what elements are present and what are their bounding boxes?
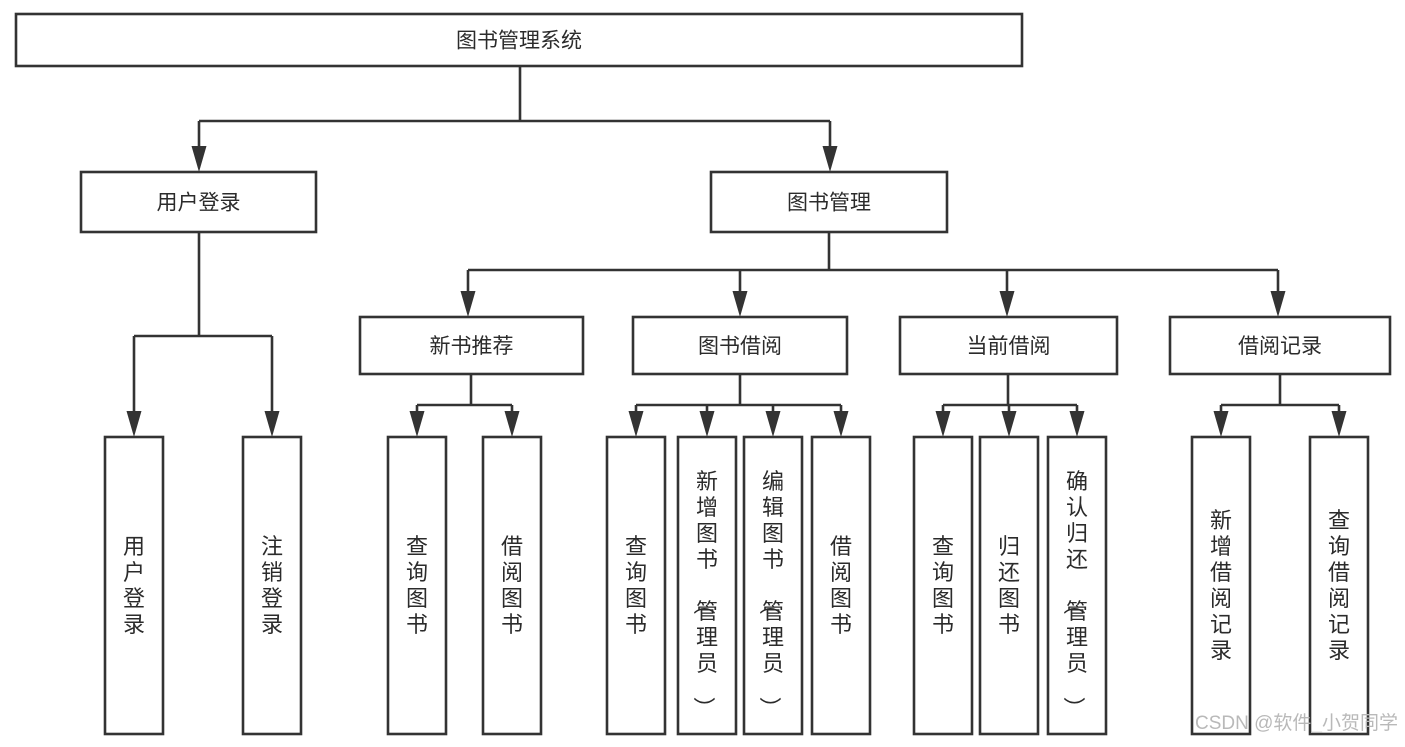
edge-recommend-to-leaves — [409, 374, 520, 437]
node-layer: 图书管理系统用户登录图书管理新书推荐图书借阅当前借阅借阅记录用户登录注销登录查询… — [14, 12, 1392, 736]
arrow-head-0 — [191, 146, 207, 172]
arrow-head-0 — [935, 411, 951, 437]
edge-borrowrecord-to-leaves — [1213, 374, 1347, 437]
node-leaf-borrow-edit[interactable]: 编辑图书（管理员） — [742, 435, 804, 736]
node-leaf-record-query[interactable]: 查询借阅记录 — [1308, 435, 1370, 736]
node-box-leaf-borrow-query[interactable] — [605, 435, 667, 736]
arrow-head-1 — [699, 411, 715, 437]
node-label-leaf-borrow-lend: 借阅图书 — [830, 534, 852, 637]
node-box-leaf-current-return[interactable] — [978, 435, 1040, 736]
node-box-user-login[interactable] — [79, 170, 318, 234]
node-box-leaf-user-login[interactable] — [103, 435, 165, 736]
node-box-book-borrow[interactable] — [631, 315, 849, 376]
node-box-current-borrow[interactable] — [898, 315, 1119, 376]
arrow-head-1 — [264, 411, 280, 437]
node-box-leaf-current-confirm[interactable] — [1046, 435, 1108, 736]
node-label-leaf-borrow-query: 查询图书 — [625, 534, 647, 637]
node-box-leaf-borrow-add[interactable] — [676, 435, 738, 736]
arrow-head-0 — [126, 411, 142, 437]
node-book-manage[interactable]: 图书管理 — [709, 170, 949, 234]
node-leaf-user-login[interactable]: 用户登录 — [103, 435, 165, 736]
node-box-leaf-borrow-lend[interactable] — [810, 435, 872, 736]
node-leaf-borrow-add[interactable]: 新增图书（管理员） — [676, 435, 738, 736]
node-box-leaf-borrow-edit[interactable] — [742, 435, 804, 736]
arrow-head-0 — [460, 291, 476, 317]
node-leaf-borrow-lend[interactable]: 借阅图书 — [810, 435, 872, 736]
node-label-new-book-recommend: 新书推荐 — [430, 335, 514, 358]
node-leaf-current-return[interactable]: 归还图书 — [978, 435, 1040, 736]
node-label-book-manage: 图书管理 — [787, 192, 871, 215]
node-box-book-manage[interactable] — [709, 170, 949, 234]
node-leaf-current-confirm[interactable]: 确认归还（管理员） — [1046, 435, 1108, 736]
node-leaf-recommend-query[interactable]: 查询图书 — [386, 435, 448, 736]
node-label-leaf-record-query: 查询借阅记录 — [1328, 508, 1350, 663]
node-box-leaf-record-query[interactable] — [1308, 435, 1370, 736]
node-box-new-book-recommend[interactable] — [358, 315, 585, 376]
node-label-borrow-record: 借阅记录 — [1238, 335, 1322, 358]
node-label-user-login: 用户登录 — [157, 192, 241, 215]
arrow-head-3 — [833, 411, 849, 437]
node-leaf-record-add[interactable]: 新增借阅记录 — [1190, 435, 1252, 736]
edge-userlogin-to-leaves — [126, 232, 280, 437]
arrow-head-1 — [504, 411, 520, 437]
node-box-borrow-record[interactable] — [1168, 315, 1392, 376]
node-label-leaf-user-logout: 注销登录 — [261, 534, 283, 637]
watermark-label: CSDN @软件_小贺同学 — [1195, 712, 1398, 734]
arrow-head-0 — [628, 411, 644, 437]
arrow-head-1 — [1331, 411, 1347, 437]
node-leaf-user-logout[interactable]: 注销登录 — [241, 435, 303, 736]
arrow-head-0 — [409, 411, 425, 437]
arrow-head-1 — [822, 146, 838, 172]
node-label-root: 图书管理系统 — [456, 30, 582, 53]
node-label-leaf-borrow-edit: 编辑图书（管理员） — [757, 469, 784, 719]
node-leaf-recommend-borrow[interactable]: 借阅图书 — [481, 435, 543, 736]
node-box-leaf-user-logout[interactable] — [241, 435, 303, 736]
arrow-head-2 — [999, 291, 1015, 317]
arrow-head-2 — [1069, 411, 1085, 437]
node-label-leaf-current-return: 归还图书 — [998, 534, 1020, 637]
node-root[interactable]: 图书管理系统 — [14, 12, 1024, 68]
node-borrow-record[interactable]: 借阅记录 — [1168, 315, 1392, 376]
node-label-leaf-current-query: 查询图书 — [932, 534, 954, 637]
edge-currentborrow-to-leaves — [935, 374, 1085, 437]
node-box-leaf-record-add[interactable] — [1190, 435, 1252, 736]
node-box-leaf-recommend-borrow[interactable] — [481, 435, 543, 736]
node-label-leaf-recommend-borrow: 借阅图书 — [501, 534, 523, 637]
node-label-current-borrow: 当前借阅 — [967, 335, 1051, 358]
node-label-book-borrow: 图书借阅 — [698, 335, 782, 358]
connector-layer — [126, 66, 1347, 437]
node-current-borrow[interactable]: 当前借阅 — [898, 315, 1119, 376]
node-new-book-recommend[interactable]: 新书推荐 — [358, 315, 585, 376]
node-label-leaf-recommend-query: 查询图书 — [406, 534, 428, 637]
arrow-head-1 — [1001, 411, 1017, 437]
node-box-leaf-recommend-query[interactable] — [386, 435, 448, 736]
node-leaf-current-query[interactable]: 查询图书 — [912, 435, 974, 736]
arrow-head-2 — [765, 411, 781, 437]
node-box-root[interactable] — [14, 12, 1024, 68]
arrow-head-0 — [1213, 411, 1229, 437]
edge-bookborrow-to-leaves — [628, 374, 849, 437]
node-label-leaf-borrow-add: 新增图书（管理员） — [691, 469, 718, 719]
edge-bookmanage-to-level3 — [460, 232, 1286, 317]
node-book-borrow[interactable]: 图书借阅 — [631, 315, 849, 376]
edge-root-to-level2 — [191, 66, 838, 172]
arrow-head-3 — [1270, 291, 1286, 317]
node-user-login[interactable]: 用户登录 — [79, 170, 318, 234]
node-leaf-borrow-query[interactable]: 查询图书 — [605, 435, 667, 736]
node-label-leaf-user-login: 用户登录 — [123, 534, 145, 637]
node-label-leaf-record-add: 新增借阅记录 — [1210, 508, 1232, 663]
node-label-leaf-current-confirm: 确认归还（管理员） — [1061, 469, 1088, 719]
node-box-leaf-current-query[interactable] — [912, 435, 974, 736]
arrow-head-1 — [732, 291, 748, 317]
